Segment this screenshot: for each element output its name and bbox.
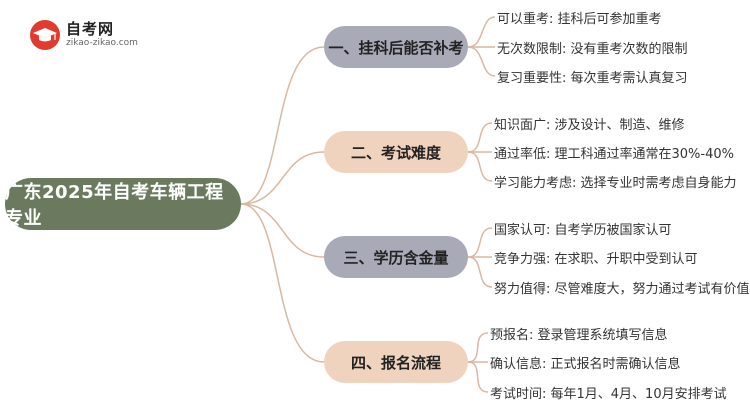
- leaf-item: 可以重考: 挂科后可参加重考: [497, 12, 662, 27]
- root-topic: 广东2025年自考车辆工程专业: [5, 178, 241, 230]
- leaf-item: 确认信息: 正式报名时需确认信息: [490, 357, 681, 372]
- leaf-item: 学习能力考虑: 选择专业时需考虑自身能力: [494, 176, 737, 191]
- connector-root-b1: [240, 46, 325, 205]
- leaf-item: 竞争力强: 在求职、升职中受到认可: [494, 252, 698, 267]
- leaf-item: 复习重要性: 每次重考需认真复习: [497, 71, 688, 86]
- leaf-item: 考试时间: 每年1月、4月、10月安排考试: [490, 387, 727, 402]
- leaf-item: 预报名: 登录管理系统填写信息: [490, 328, 668, 343]
- branch-retake: 一、挂科后能否补考: [324, 26, 468, 68]
- site-logo: 自考网 zikao-zikao.com: [30, 16, 160, 56]
- connector-root-b3: [240, 203, 325, 258]
- connector-root-b2: [240, 151, 325, 205]
- leaf-item: 通过率低: 理工科通过率通常在30%-40%: [494, 147, 734, 162]
- leaf-item: 努力值得: 尽管难度大，努力通过考试有价值: [494, 282, 750, 297]
- leaf-item: 国家认可: 自考学历被国家认可: [494, 223, 672, 238]
- connector-root-b4: [240, 203, 325, 363]
- logo-name: 自考网: [66, 20, 115, 38]
- graduation-cap-icon: [30, 20, 60, 50]
- leaf-item: 无次数限制: 没有重考次数的限制: [497, 42, 688, 57]
- branch-difficulty: 二、考试难度: [324, 131, 468, 173]
- logo-url: zikao-zikao.com: [66, 38, 138, 48]
- branch-registration: 四、报名流程: [324, 341, 468, 383]
- branch-credential-value: 三、学历含金量: [324, 236, 468, 278]
- leaf-item: 知识面广: 涉及设计、制造、维修: [494, 118, 685, 133]
